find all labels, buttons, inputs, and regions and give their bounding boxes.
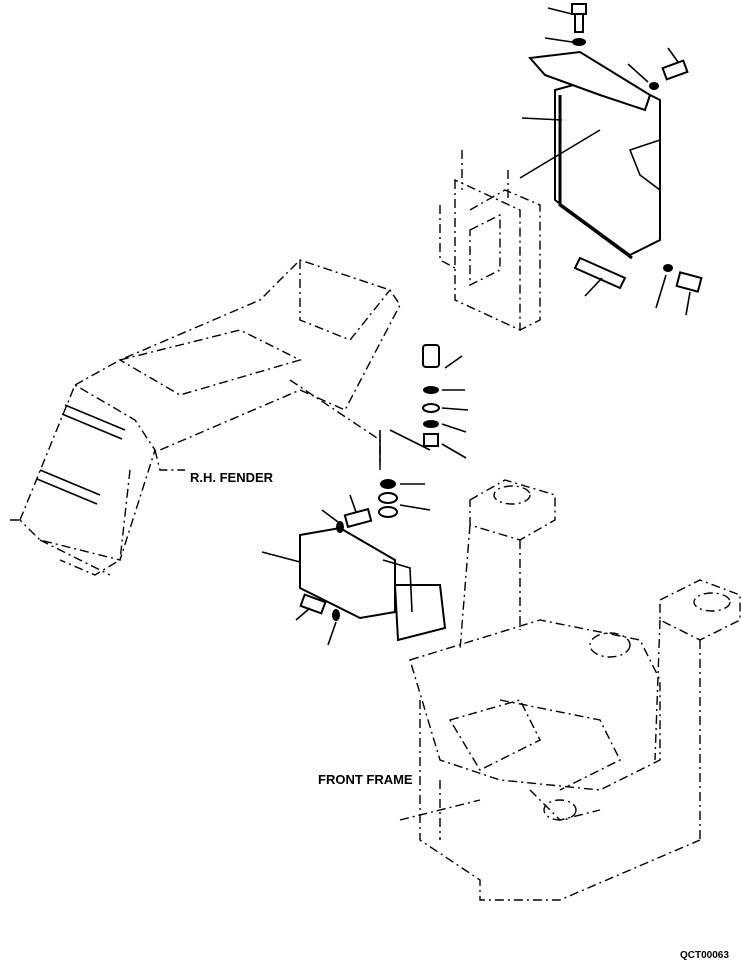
mounting-bracket bbox=[261, 526, 447, 642]
bolt-right-upper bbox=[649, 59, 689, 90]
bolt-right-lower bbox=[663, 264, 703, 293]
cover-plate-assembly bbox=[439, 3, 703, 332]
hardware-stack bbox=[295, 344, 469, 646]
bolt-top bbox=[571, 3, 587, 46]
front-frame-label: FRONT FRAME bbox=[318, 772, 413, 787]
drawing-code: QCT00063 bbox=[680, 950, 729, 961]
front-frame bbox=[399, 479, 741, 901]
rh-fender-label: R.H. FENDER bbox=[190, 470, 274, 485]
